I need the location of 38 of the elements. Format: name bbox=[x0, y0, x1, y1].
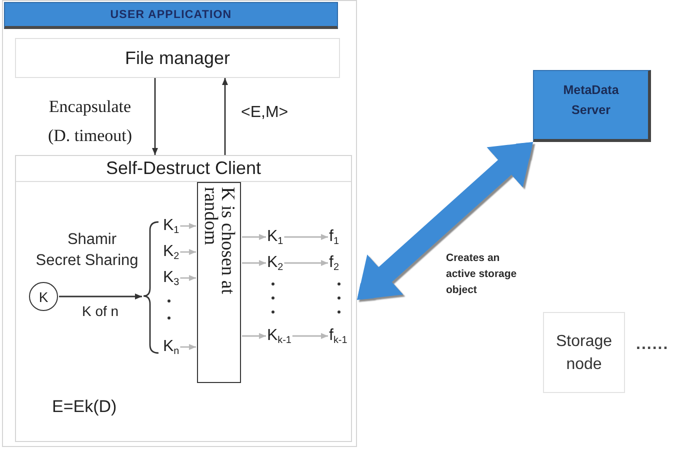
arrow bbox=[180, 275, 196, 281]
arrow bbox=[242, 260, 266, 266]
key-circle: K bbox=[29, 282, 58, 311]
edge-label: K of n bbox=[82, 303, 119, 319]
edge-label: <E,M> bbox=[241, 104, 288, 122]
server-box: MetaData Server bbox=[533, 70, 651, 142]
fragment-label: f$_{2}$ bbox=[329, 253, 339, 273]
process-box: File manager bbox=[15, 38, 340, 78]
selection-box: K is chosen at random bbox=[197, 182, 241, 383]
fragment-label: f$_{1}$ bbox=[329, 227, 339, 247]
storage-box: Storage node bbox=[543, 312, 625, 393]
share-label: K$_{2}$ bbox=[163, 242, 180, 262]
share-label: K$_{3}$ bbox=[163, 268, 180, 288]
fragment-label: f$_{k-1}$ bbox=[329, 326, 348, 346]
arrow bbox=[242, 333, 266, 339]
annotation-text: Shamir Secret Sharing bbox=[34, 230, 140, 271]
panel-header: USER APPLICATION bbox=[4, 2, 338, 29]
arrow bbox=[284, 260, 328, 266]
share-label: K$_{1}$ bbox=[267, 227, 284, 247]
double-arrow bbox=[357, 142, 533, 300]
arrow bbox=[284, 234, 328, 240]
arrow bbox=[180, 249, 196, 255]
ellipsis-text: ...... bbox=[636, 335, 669, 355]
arrow bbox=[222, 78, 228, 155]
arrow bbox=[180, 344, 196, 350]
arrow bbox=[180, 223, 196, 229]
arrow bbox=[242, 234, 266, 240]
curly-brace bbox=[143, 221, 159, 354]
arrow bbox=[292, 333, 328, 339]
arrow bbox=[152, 78, 158, 155]
arrow bbox=[59, 294, 142, 300]
share-label: K$_{n}$ bbox=[163, 337, 180, 357]
share-label: K$_{k-1}$ bbox=[267, 326, 292, 346]
application-panel bbox=[2, 0, 357, 447]
share-label: K$_{2}$ bbox=[267, 253, 284, 273]
formula-text: E=Ek(D) bbox=[52, 397, 117, 417]
share-label: K$_{1}$ bbox=[163, 216, 180, 236]
panel-heading: Self-Destruct Client bbox=[16, 156, 351, 182]
